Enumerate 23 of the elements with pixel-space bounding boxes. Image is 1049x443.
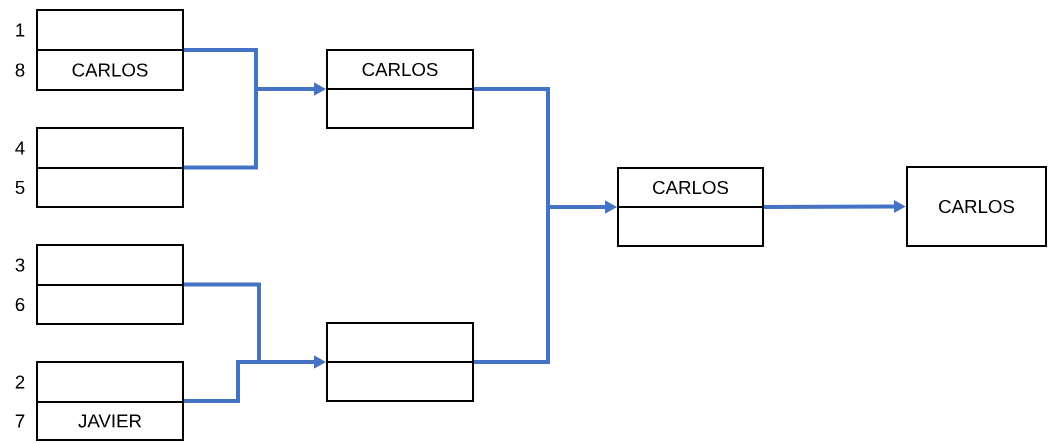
name-slot (36, 244, 184, 286)
name-slot (36, 127, 184, 169)
seed-number: 3 (15, 258, 25, 272)
seed-number: 7 (15, 414, 25, 428)
name-slot (36, 361, 184, 403)
name-slot: CARLOS (326, 49, 474, 90)
name-slot: CARLOS (617, 167, 764, 208)
name-slot (36, 167, 184, 208)
seed-number: 5 (15, 181, 25, 194)
seed-number: 4 (15, 141, 25, 155)
name-slot (326, 88, 474, 129)
champion-box: CARLOS (906, 166, 1047, 247)
seed-number: 8 (15, 63, 25, 77)
name-slot (326, 361, 474, 402)
name-slot (36, 284, 184, 325)
name-slot (36, 9, 184, 51)
seed-number: 1 (16, 23, 25, 37)
name-slot: JAVIER (36, 401, 184, 441)
seed-number: 2 (15, 375, 25, 389)
name-slot: CARLOS (36, 49, 184, 91)
name-slot (617, 206, 764, 247)
name-slot (326, 322, 474, 363)
seed-number: 6 (15, 297, 25, 312)
